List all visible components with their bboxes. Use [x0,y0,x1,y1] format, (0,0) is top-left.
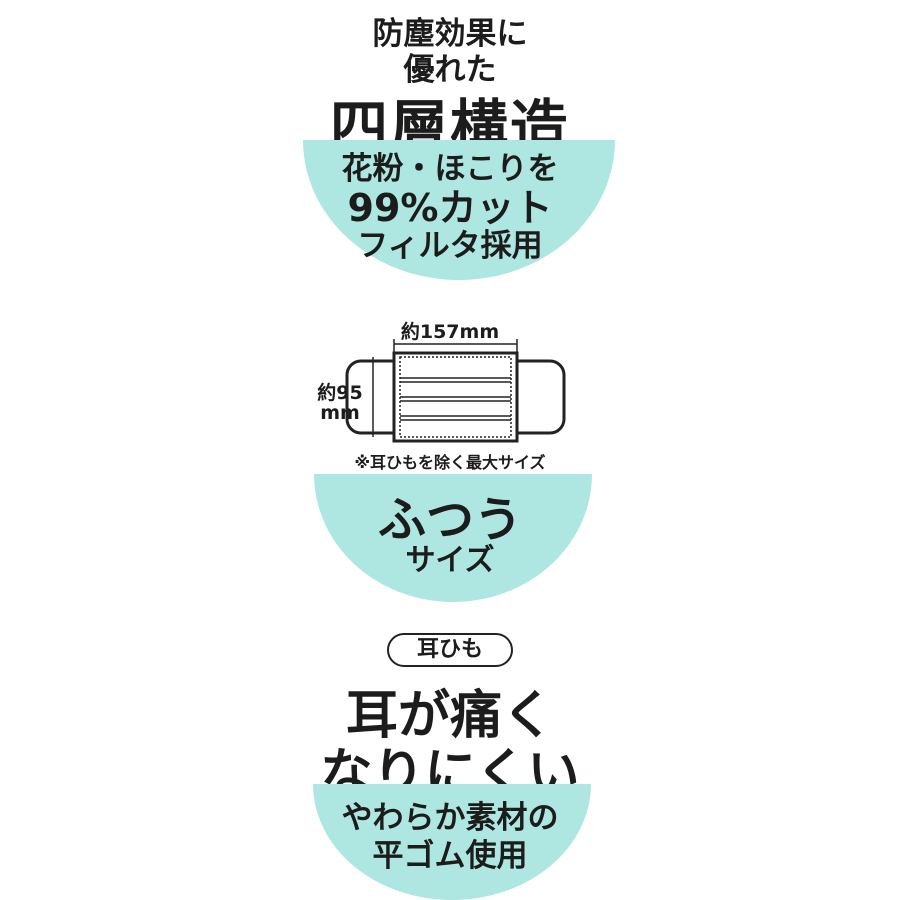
size-bowl-line-1: ふつう [377,492,522,548]
ear-headline-line-1: 耳が痛く [345,686,554,746]
mask-width-label: 約157mm [400,321,500,343]
mask-height-unit: mm [320,402,360,424]
size-note: ※耳ひもを除く最大サイズ [354,453,546,472]
filter-bowl-line-1: 花粉・ほこりを [341,151,559,187]
ear-bowl-line-2: 平ゴム使用 [372,838,528,874]
ear-bowl-line-1: やわらか素材の [341,800,559,836]
ear-loop-pill-label: 耳ひも [387,633,513,667]
subtitle-line-1: 防塵効果に [372,16,528,52]
mask-height-label: 約95 mm [304,383,376,423]
filter-bowl-line-3: フィルタ採用 [357,228,543,264]
subtitle-line-2: 優れた [403,52,497,88]
mask-height-value: 約95 [317,382,363,404]
size-bowl-line-2: サイズ [405,543,495,578]
filter-bowl-line-2: 99%カット [347,186,553,230]
